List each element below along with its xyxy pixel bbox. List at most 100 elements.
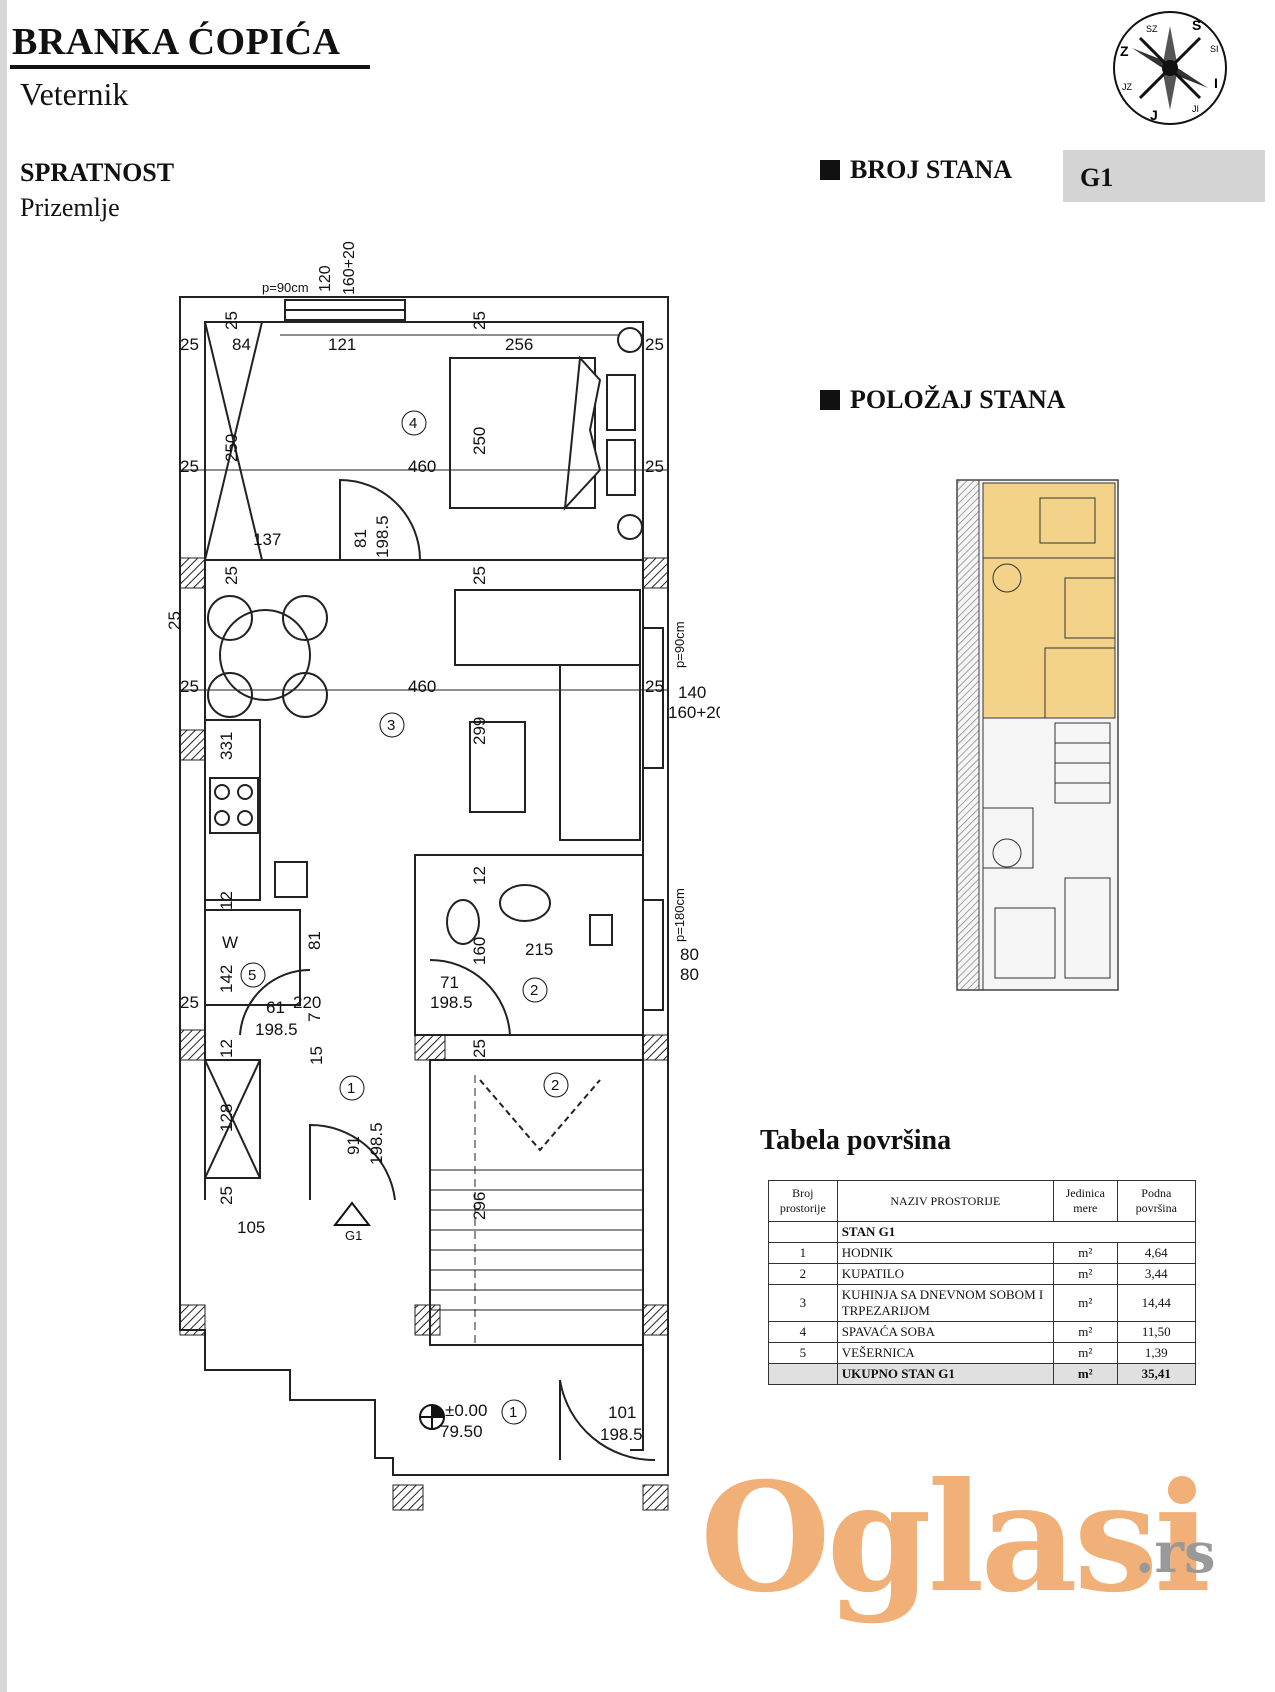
apartment-position-label: POLOŽAJ STANA: [820, 385, 1066, 415]
dim-460: 460: [408, 457, 436, 476]
room-number-2-stair: 2: [551, 1077, 559, 1094]
table-row: 5 VEŠERNICA m² 1,39: [768, 1342, 1197, 1364]
dim-101: 101: [608, 1403, 636, 1422]
kitchen-counter: [204, 719, 261, 901]
dim-25: 25: [180, 677, 199, 696]
elevation-marker: 79.50: [440, 1422, 483, 1441]
page-edge: [0, 0, 7, 1692]
position-minimap: [956, 479, 1119, 991]
row-name: VEŠERNICA: [836, 1342, 1054, 1364]
dim-25: 25: [645, 457, 664, 476]
dim-81: 81: [305, 931, 324, 950]
table-row: 3 KUHINJA SA DNEVNOM SOBOM I TRPEZARIJOM…: [768, 1284, 1197, 1322]
row-unit: m²: [1052, 1284, 1118, 1322]
row-unit: m²: [1052, 1263, 1118, 1285]
sink: [274, 861, 308, 898]
total-name: UKUPNO STAN G1: [836, 1363, 1054, 1385]
dim-198-5: 198.5: [367, 1122, 386, 1165]
front-door: [559, 1379, 656, 1462]
dim-137: 137: [253, 530, 281, 549]
apartment-number: G1: [1080, 163, 1114, 192]
row-area: 1,39: [1116, 1342, 1197, 1364]
dim-25: 25: [180, 335, 199, 354]
watermark-suffix: .rs: [1135, 1520, 1216, 1586]
stove: [209, 777, 259, 834]
nightstand: [606, 439, 636, 496]
dim-12: 12: [217, 891, 236, 910]
bedroom-wall: [204, 321, 644, 561]
dim-121: 121: [328, 335, 356, 354]
toilet: [446, 899, 480, 945]
street-title: BRANKA ĆOPIĆA: [12, 21, 341, 63]
row-unit: m²: [1052, 1242, 1118, 1264]
room-number-2: 2: [530, 982, 538, 999]
row-area: 3,44: [1116, 1263, 1197, 1285]
dim-256: 256: [505, 335, 533, 354]
table-row: 2 KUPATILO m² 3,44: [768, 1263, 1197, 1285]
room-number-4: 4: [409, 415, 417, 432]
bed: [449, 357, 596, 509]
row-name: KUPATILO: [836, 1263, 1054, 1285]
total-area: 35,41: [1116, 1363, 1197, 1385]
dim-220: 220: [293, 993, 321, 1012]
row-no: 5: [768, 1342, 838, 1364]
dim-25: 25: [165, 611, 184, 630]
dim-84: 84: [232, 335, 251, 354]
dim-61: 61: [266, 998, 285, 1017]
compass-z: Z: [1120, 43, 1129, 59]
compass-j: J: [1150, 107, 1158, 123]
dim-198-5: 198.5: [430, 993, 473, 1012]
dim-25: 25: [222, 566, 241, 585]
dim-p90-right: p=90cm: [672, 621, 687, 668]
row-no: 1: [768, 1242, 838, 1264]
dim-198-5: 198.5: [373, 515, 392, 558]
coffee-table: [469, 721, 526, 813]
dim-71: 71: [440, 973, 459, 992]
dim-198-5: 198.5: [255, 1020, 298, 1039]
sofa: [559, 664, 641, 841]
window-right: [642, 627, 664, 769]
header-room-no: Broj prostorije: [768, 1180, 838, 1222]
room-number-5: 5: [248, 967, 256, 984]
label-w: W: [222, 933, 238, 952]
laundry-room: [204, 909, 301, 1006]
dim-140: 140: [678, 683, 706, 702]
washbasin: [499, 884, 551, 922]
row-unit: m²: [1052, 1342, 1118, 1364]
floor-label: SPRATNOST: [20, 158, 175, 187]
dim-250: 250: [222, 434, 241, 462]
watermark-logo: Oglasi: [700, 1450, 1211, 1626]
dim-128: 128: [217, 1104, 236, 1132]
entry-door: [309, 1123, 396, 1201]
dim-91: 91: [344, 1136, 363, 1155]
area-table: Broj prostorije NAZIV PROSTORIJE Jedinic…: [768, 1180, 1197, 1385]
dim-215: 215: [525, 940, 553, 959]
sofa: [454, 589, 641, 666]
header-unit: Jedinica mere: [1052, 1180, 1118, 1222]
dim-142: 142: [217, 965, 236, 993]
floor-plan: p=90cm 120 160+20 25 84 121 256 25 250 2…: [165, 241, 720, 1511]
dim-296: 296: [470, 1192, 489, 1220]
apartment-number-label: BROJ STANA: [820, 155, 1012, 185]
total-unit: m²: [1052, 1363, 1118, 1385]
dim-15: 15: [307, 1046, 326, 1065]
laundry-door: [239, 968, 311, 1036]
row-name: HODNIK: [836, 1242, 1054, 1264]
dim-25: 25: [222, 311, 241, 330]
compass-ji: JI: [1192, 104, 1199, 114]
dim-120: 120: [317, 265, 334, 292]
bullet-square-icon: [820, 390, 840, 410]
bathroom-door: [429, 958, 511, 1036]
dim-460: 460: [408, 677, 436, 696]
row-area: 4,64: [1116, 1242, 1197, 1264]
dim-105: 105: [237, 1218, 265, 1237]
window-bath: [642, 899, 664, 1011]
label-g1: G1: [345, 1228, 362, 1243]
room-number-3: 3: [387, 717, 395, 734]
row-area: 14,44: [1116, 1284, 1197, 1322]
header-room-name: NAZIV PROSTORIJE: [836, 1180, 1054, 1222]
dim-80: 80: [680, 945, 699, 964]
dim-81: 81: [351, 529, 370, 548]
table-total-row: UKUPNO STAN G1 m² 35,41: [768, 1363, 1197, 1385]
row-no: 2: [768, 1263, 838, 1285]
